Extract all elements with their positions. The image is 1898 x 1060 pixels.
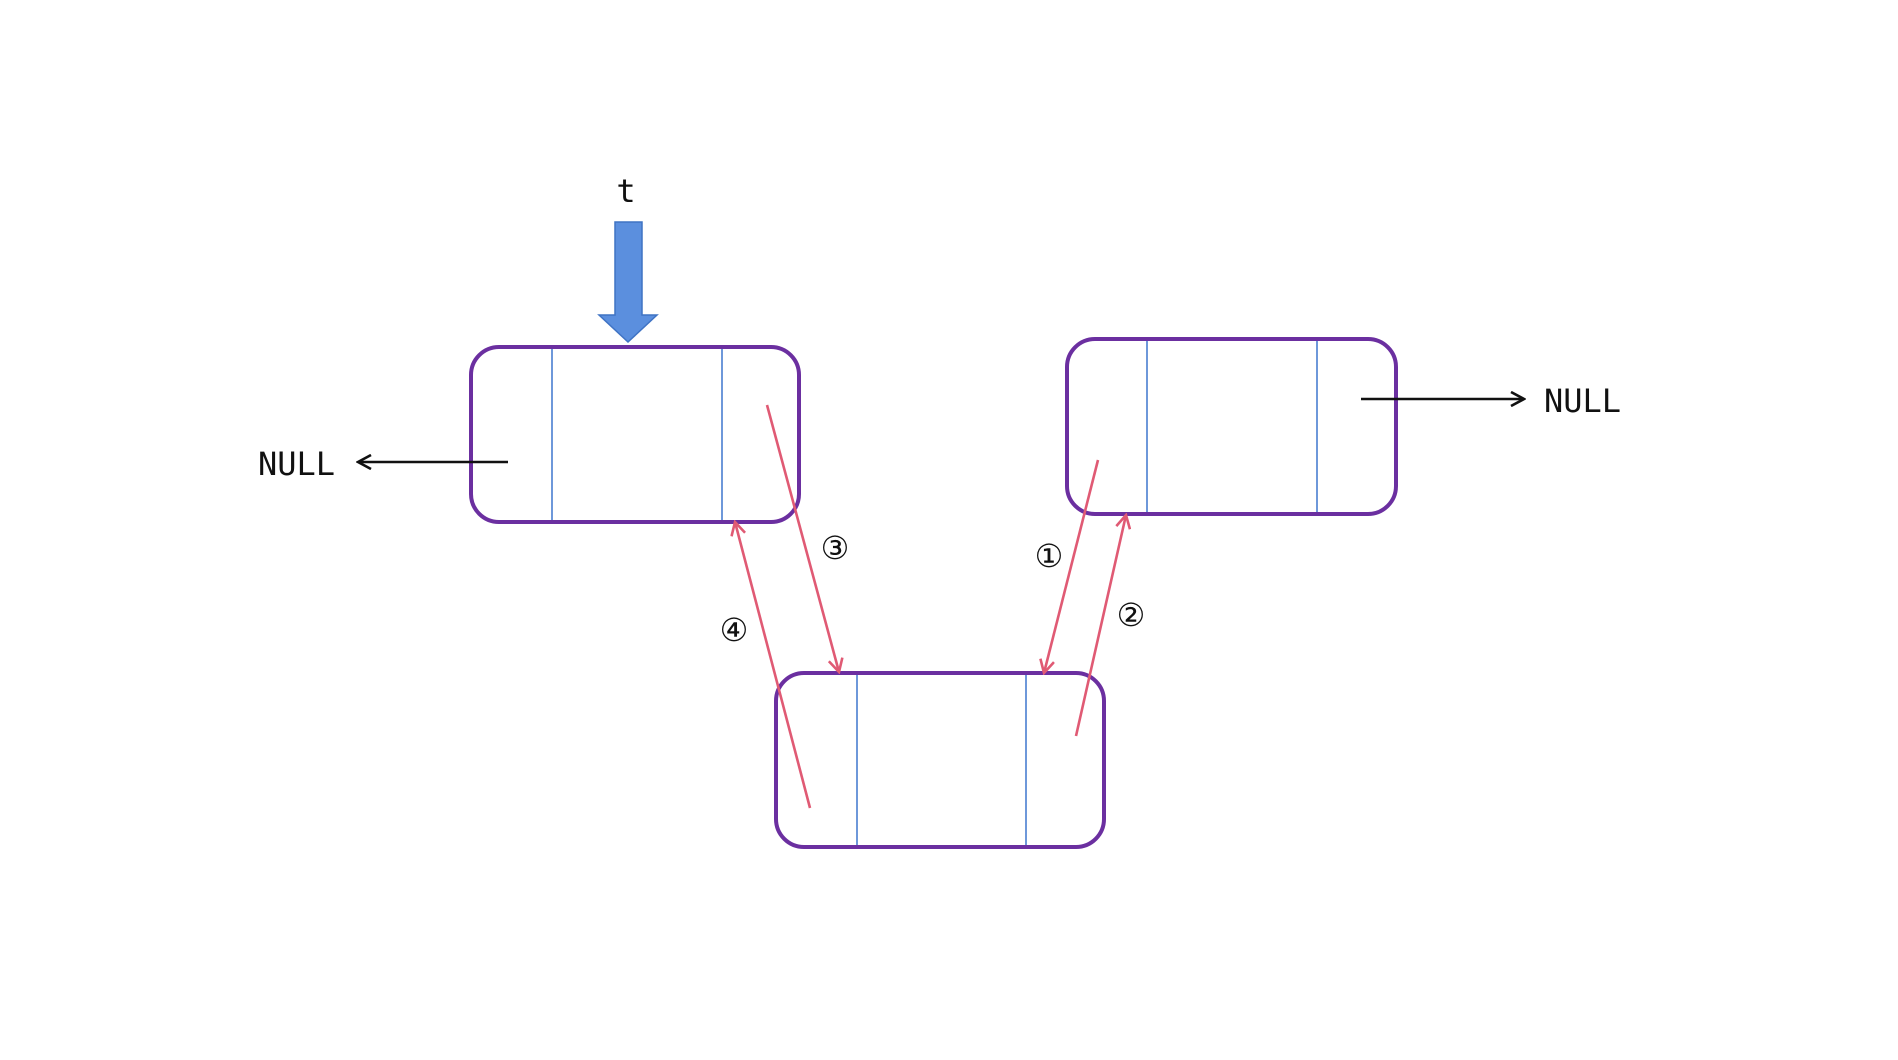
step2-label: ② [1117, 596, 1146, 634]
list-node-left [469, 345, 801, 524]
node-right-box [1065, 337, 1398, 516]
step3-label: ③ [821, 529, 850, 567]
link-arrow-step4 [735, 522, 812, 809]
link-arrow-step2 [1074, 515, 1126, 737]
pointer-label: t [616, 172, 635, 210]
link-arrow-step3 [765, 404, 839, 672]
node-new-box [774, 671, 1106, 849]
link-arrow-step1 [1044, 459, 1100, 673]
list-node-right [1065, 337, 1398, 516]
null-right-label: NULL [1544, 382, 1621, 420]
step1-label: ① [1035, 537, 1064, 575]
list-node-new [774, 671, 1106, 849]
node-left-box [469, 345, 801, 524]
step4-label: ④ [720, 611, 749, 649]
null-left-label: NULL [258, 445, 335, 483]
pointer-arrow-icon [597, 221, 659, 344]
